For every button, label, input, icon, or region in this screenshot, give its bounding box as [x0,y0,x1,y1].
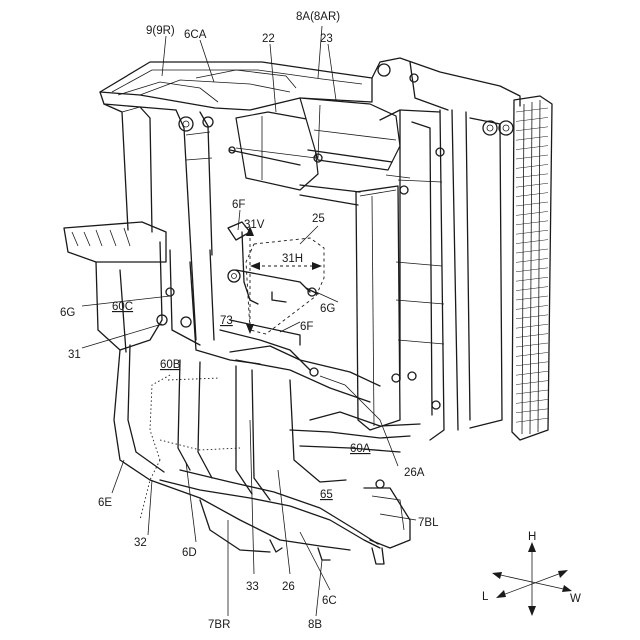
label-23: 23 [320,33,333,45]
grille-rung [516,221,548,225]
grille-rung [516,240,548,244]
label-6c: 6C [322,595,337,607]
axis-h-label: H [528,531,536,543]
grille-rung [516,268,548,272]
link-mechanism [220,222,318,376]
grille-rung [516,334,548,338]
grille-rung [516,352,548,356]
label-6g-left: 6G [60,307,75,319]
label-22: 22 [262,33,275,45]
grille-filter [512,96,552,440]
grille-rung [516,296,548,300]
label-6e: 6E [98,497,112,509]
label-32: 32 [134,537,147,549]
label-7br: 7BR [208,619,230,631]
label-6f-mid: 6F [300,321,313,333]
coordinate-triad [492,542,572,616]
label-60a: 60A [350,443,371,455]
label-33: 33 [246,581,259,593]
grille-rung [516,418,548,422]
axis-labels: H L W [482,531,581,605]
grille-rung [516,305,548,309]
label-6g-right: 6G [320,303,335,315]
grille-rung [516,390,548,394]
label-8a-8ar: 8A(8AR) [296,11,340,23]
grille-rung [516,174,548,178]
damper-22 [229,112,318,190]
grille-rung [516,258,548,262]
grille-rung [516,381,548,385]
grille-rung [516,371,548,375]
label-31h: 31H [282,253,303,265]
axis-l-label: L [482,591,489,603]
grille-rung [516,277,548,281]
label-26: 26 [282,581,295,593]
label-65: 65 [320,489,333,501]
label-25: 25 [312,213,325,225]
grille-rung [516,343,548,347]
label-31v: 31V [244,219,265,231]
grille-rung [516,193,548,197]
grille-rung [516,315,548,319]
label-9-9r: 9(9R) [146,25,175,37]
grille-rung [516,409,548,413]
label-6d: 6D [182,547,197,559]
label-60b: 60B [160,359,181,371]
label-26a: 26A [404,467,425,479]
grille-rung [516,230,548,234]
label-6ca: 6CA [184,29,207,41]
label-8b: 8B [308,619,322,631]
label-31: 31 [68,349,81,361]
label-60c: 60C [112,301,133,313]
grille-rung [516,249,548,253]
label-7bl: 7BL [418,517,439,529]
grille-rung [516,183,548,187]
motion-arrows [246,226,322,334]
axis-w-label: W [570,593,581,605]
grille-rung [516,202,548,206]
grille-rung [516,399,548,403]
grille-rung [516,287,548,291]
label-73: 73 [220,315,233,327]
label-6f-top: 6F [232,199,245,211]
grille-rung [516,211,548,215]
hidden-channel-32 [140,375,240,520]
grille-rung [516,324,548,328]
grille-rung [516,362,548,366]
side-duct [64,222,166,352]
